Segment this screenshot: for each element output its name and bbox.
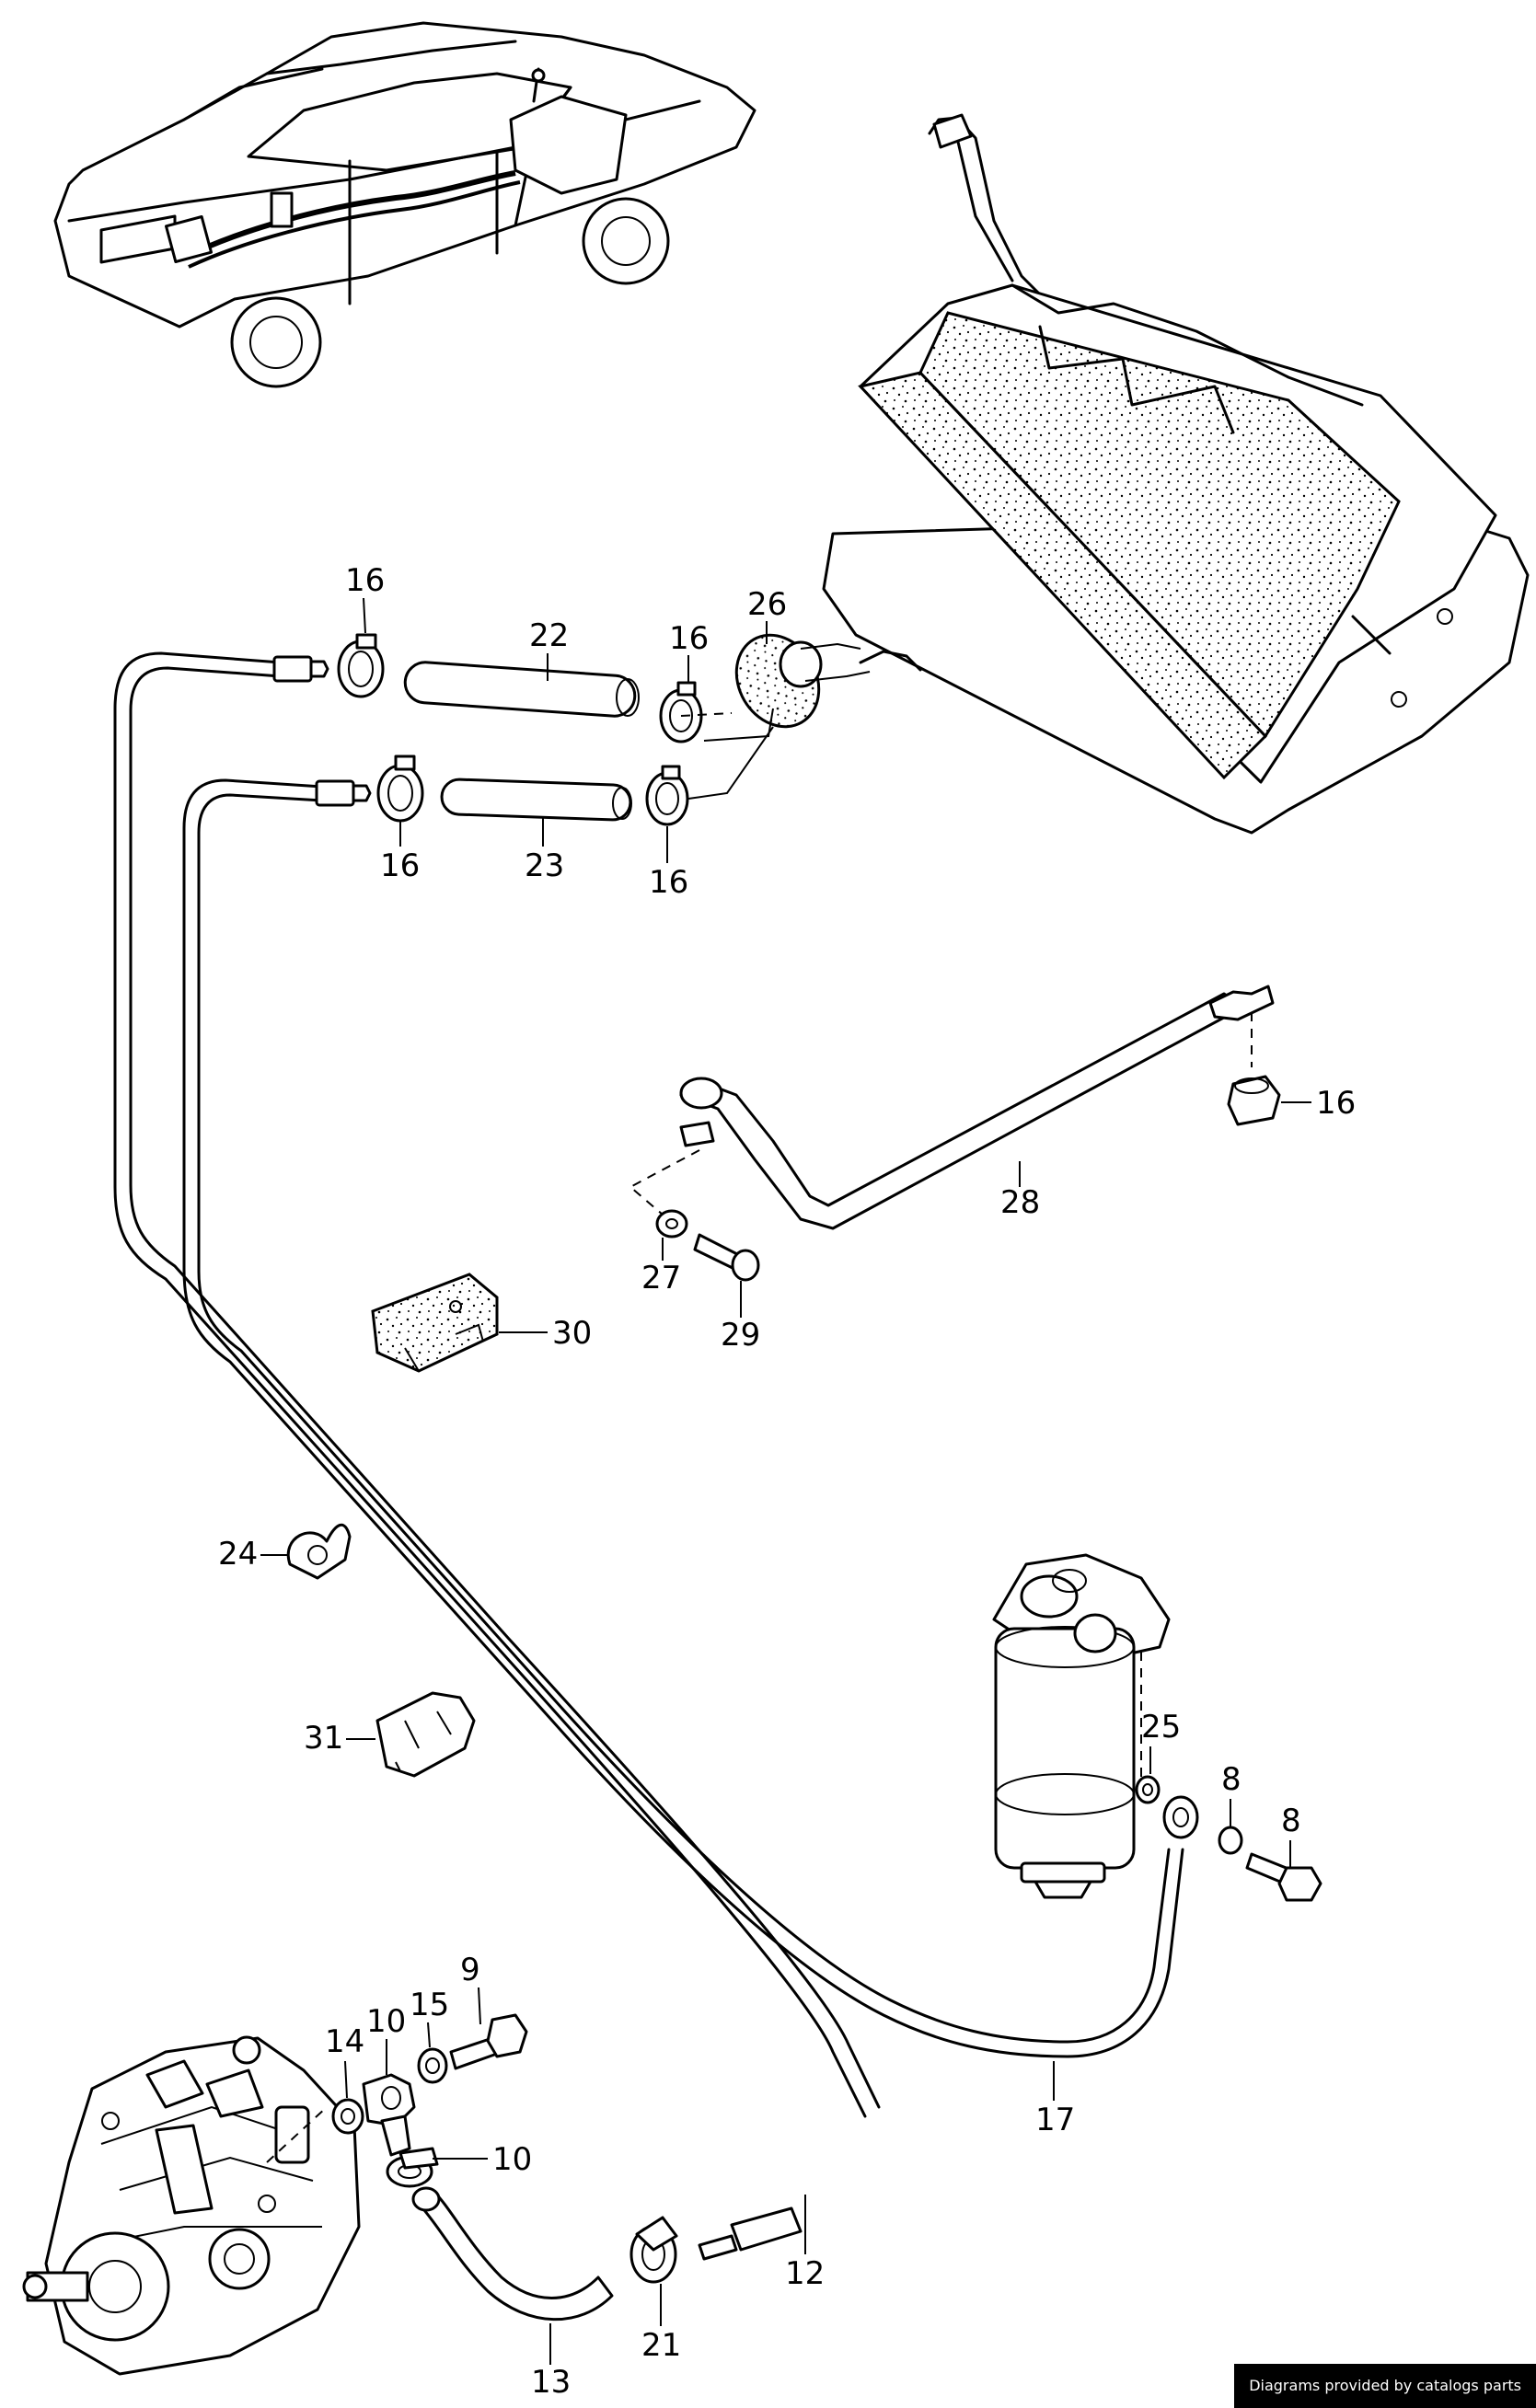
callout-25: 31: [304, 1720, 343, 1757]
callout-17-b: 21: [641, 2327, 681, 2364]
callout-16-d: 16: [649, 864, 688, 901]
hose-pieces: [403, 661, 640, 822]
callout-8-a: 25: [1141, 1709, 1181, 1746]
hose-clamps: [337, 633, 703, 826]
hose-bracket: [371, 1273, 499, 1373]
callout-13: 12: [785, 2255, 825, 2292]
callout-22: 22: [529, 617, 569, 654]
callout-29: 27: [641, 1260, 681, 1296]
line-holder: [375, 1691, 476, 1778]
callout-14: 10: [366, 2003, 406, 2040]
callout-27: 28: [1000, 1184, 1040, 1221]
callout-16-c: 16: [380, 847, 420, 884]
callout-10-b: 14: [325, 2023, 364, 2060]
credit-badge: Diagrams provided by catalogs parts: [1234, 2364, 1536, 2408]
callouts: 16 22 16 26 16 23 16 16 28 27 29 30 24 3…: [218, 562, 1356, 2401]
callout-24: 30: [552, 1315, 592, 1352]
callout-28: 16: [1316, 1085, 1356, 1122]
callout-31: 24: [218, 1536, 258, 1573]
callout-30: 29: [721, 1317, 760, 1354]
fuel-tank: [822, 113, 1530, 835]
tank-strap: [629, 985, 1281, 1282]
grommet: [680, 633, 871, 800]
callout-16-a: 16: [345, 562, 385, 599]
callout-10-a: 15: [410, 1987, 449, 2023]
callout-16-b: 16: [669, 620, 709, 657]
banjo-fitting-assembly: [331, 2013, 803, 2322]
callout-9: 8: [1281, 1803, 1301, 1839]
callout-8-b: 8: [1221, 1761, 1242, 1798]
fuel-lines: [113, 651, 1184, 2118]
callout-12: 17: [1035, 2102, 1075, 2138]
vehicle-location-illustration: [53, 21, 756, 388]
callout-15: 9: [460, 1952, 480, 1988]
callout-21: 13: [531, 2364, 571, 2401]
injection-pump: [22, 2035, 361, 2376]
fuel-filter: [992, 1553, 1322, 1902]
hose-clip: [286, 1524, 352, 1580]
callout-23: 23: [525, 847, 564, 884]
callout-17-a: 10: [492, 2141, 532, 2178]
callout-26: 26: [747, 586, 787, 623]
